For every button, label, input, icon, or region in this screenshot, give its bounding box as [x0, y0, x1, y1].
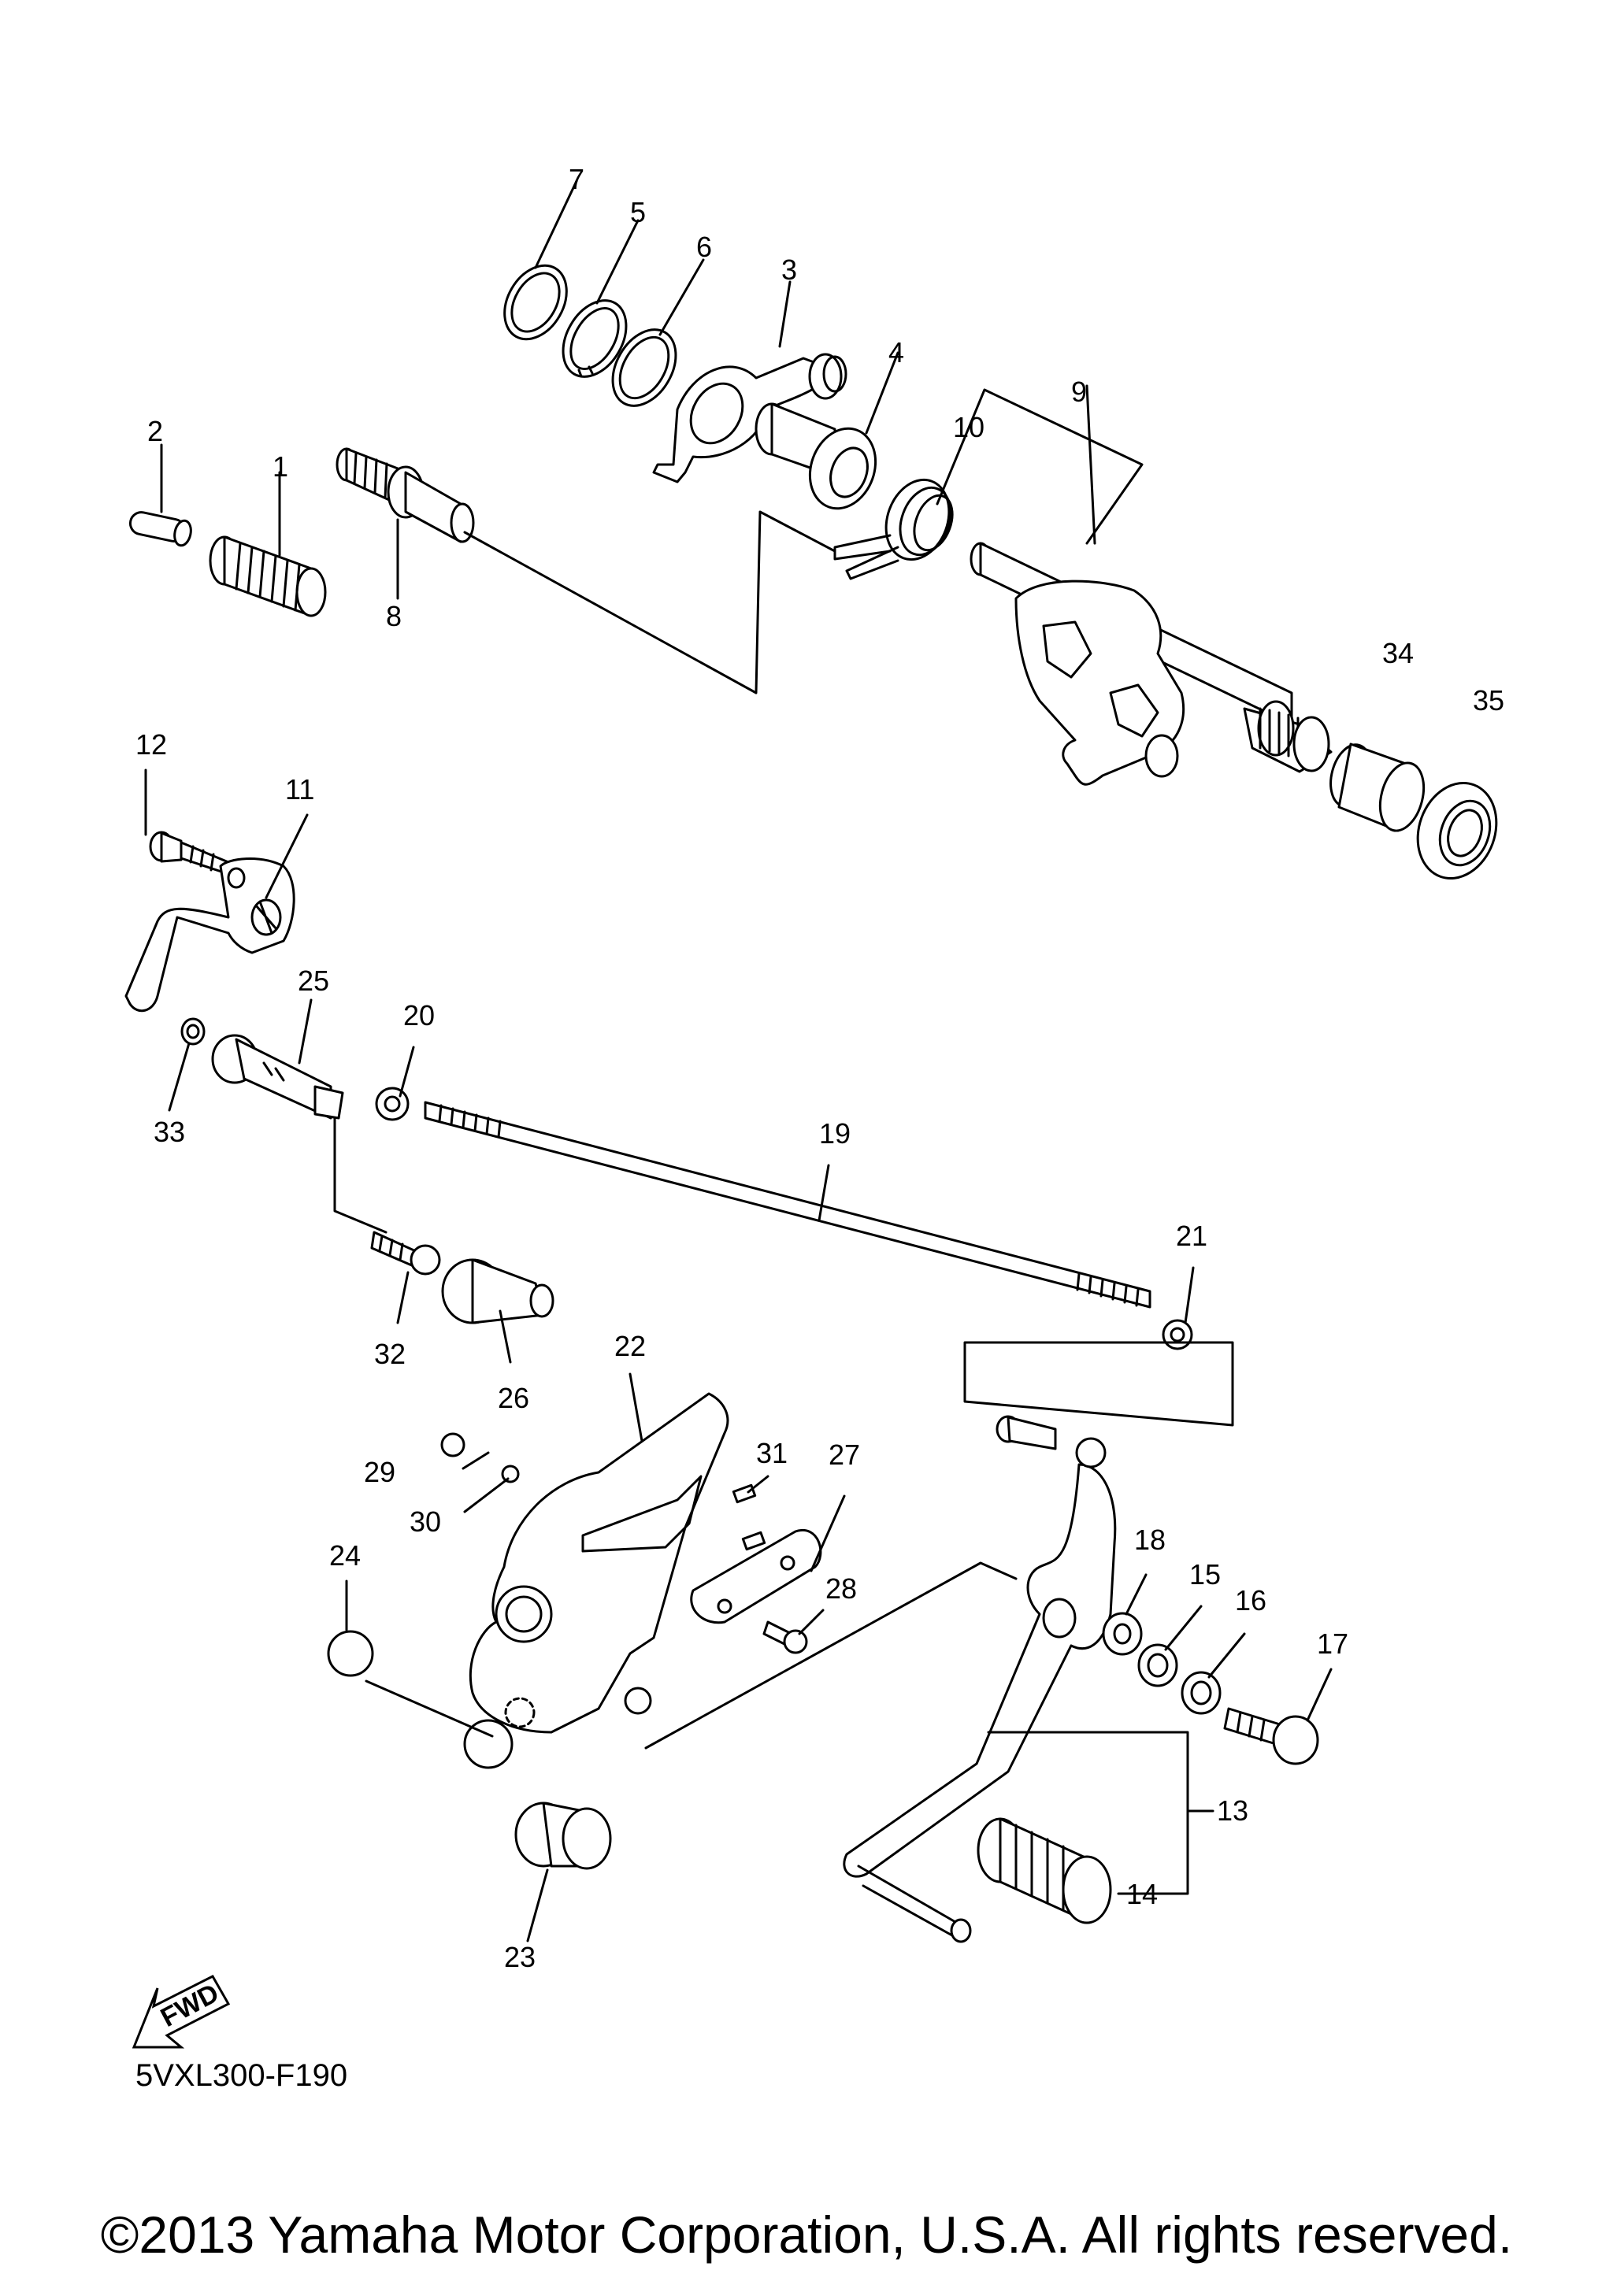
nut-part-20 [375, 1087, 410, 1121]
callout-1: 1 [273, 450, 288, 483]
oil-seal-part-35 [1416, 781, 1498, 880]
callout-12: 12 [135, 728, 167, 761]
callout-18: 18 [1134, 1524, 1166, 1556]
bolt-part-17 [1223, 1707, 1319, 1765]
washer-part-33 [180, 1017, 206, 1046]
lever-part-3 [652, 353, 847, 483]
connector-line-mid [333, 1117, 387, 1234]
callout-14: 14 [1126, 1878, 1158, 1910]
callout-4: 4 [888, 336, 904, 368]
shift-rod-part-19 [424, 1101, 1151, 1309]
washer-part-7 [503, 264, 568, 341]
callout-10: 10 [953, 411, 984, 443]
callout-35: 35 [1473, 684, 1504, 717]
screw-part-28 [762, 1620, 808, 1654]
shift-lever-part-13 [843, 1415, 1117, 1943]
footpeg-rubber-part-14 [977, 1817, 1112, 1924]
callout-9: 9 [1071, 376, 1087, 408]
cap-part-24 [327, 1630, 374, 1677]
callout-29: 29 [364, 1456, 395, 1488]
callout-33: 33 [154, 1116, 185, 1148]
bracket-part-22 [463, 1392, 729, 1769]
diagram-code: 5VXL300-F190 [135, 2058, 348, 2093]
callout-22: 22 [614, 1330, 646, 1362]
callout-8: 8 [386, 600, 402, 632]
washer-part-18 [1102, 1612, 1143, 1656]
callout-28: 28 [825, 1572, 857, 1605]
pin-part-2 [128, 511, 192, 547]
circlip-part-5 [562, 299, 628, 378]
shift-shaft-part-9 [970, 542, 1333, 786]
callout-34: 34 [1382, 637, 1414, 669]
collar-part-4 [755, 402, 877, 510]
callout-26: 26 [498, 1382, 529, 1414]
rod-end-part-25 [211, 1034, 344, 1120]
callout-15: 15 [1189, 1558, 1221, 1591]
callout-13: 13 [1217, 1794, 1248, 1827]
callout-labels: 1 2 3 4 5 6 7 8 9 10 11 12 13 14 15 16 1… [135, 163, 1504, 1973]
callout-24: 24 [329, 1539, 361, 1572]
callout-20: 20 [403, 999, 435, 1031]
callout-21: 21 [1176, 1220, 1207, 1252]
washer-part-15 [1137, 1643, 1178, 1687]
nut-part-21 [1162, 1319, 1193, 1350]
callout-2: 2 [147, 415, 163, 447]
callout-23: 23 [504, 1941, 536, 1973]
plate-part-27 [690, 1528, 822, 1624]
callout-5: 5 [630, 196, 646, 228]
connector-line-top [463, 510, 836, 694]
washer-part-6 [611, 328, 677, 407]
rod-end-part-26 [441, 1258, 554, 1324]
callout-25: 25 [298, 965, 329, 997]
bolt-part-32 [370, 1231, 441, 1276]
callout-31: 31 [756, 1437, 788, 1469]
callout-30: 30 [410, 1505, 441, 1538]
arm-part-11 [124, 857, 295, 1013]
bushing-part-34 [1329, 742, 1426, 832]
callout-32: 32 [374, 1338, 406, 1370]
callout-16: 16 [1235, 1584, 1266, 1616]
callout-6: 6 [696, 231, 712, 263]
torsion-spring-part-10 [833, 478, 954, 580]
callout-3: 3 [781, 254, 797, 286]
spring-part-1 [209, 535, 327, 617]
callout-11: 11 [285, 773, 314, 805]
callout-7: 7 [569, 163, 584, 195]
shaft-part-8 [336, 447, 475, 543]
callout-17: 17 [1317, 1628, 1348, 1660]
copyright-notice: ©2013 Yamaha Motor Corporation, U.S.A. A… [100, 2205, 1513, 2264]
clip-part-31 [732, 1483, 766, 1551]
washer-part-30 [501, 1465, 520, 1483]
bushing-part-23 [514, 1802, 612, 1870]
washer-part-16 [1181, 1671, 1222, 1715]
connector-frame-bottom [963, 1341, 1234, 1427]
nut-part-29 [440, 1432, 465, 1457]
callout-19: 19 [819, 1117, 851, 1150]
connector-line-bottom [644, 1561, 1018, 1750]
bolt-part-12 [149, 831, 230, 876]
callout-27: 27 [829, 1439, 860, 1471]
fwd-arrow-icon: FWD [132, 1975, 231, 2049]
